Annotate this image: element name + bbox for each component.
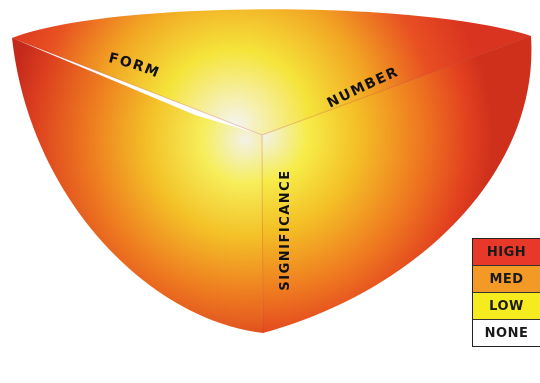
legend-item-med: MED xyxy=(473,266,540,293)
legend-item-high: HIGH xyxy=(473,239,540,266)
legend: HIGH MED LOW NONE xyxy=(472,238,540,347)
significance-axis-label: SIGNIFICANCE xyxy=(278,169,293,290)
legend-item-none: NONE xyxy=(473,320,540,346)
legend-item-low: LOW xyxy=(473,293,540,320)
